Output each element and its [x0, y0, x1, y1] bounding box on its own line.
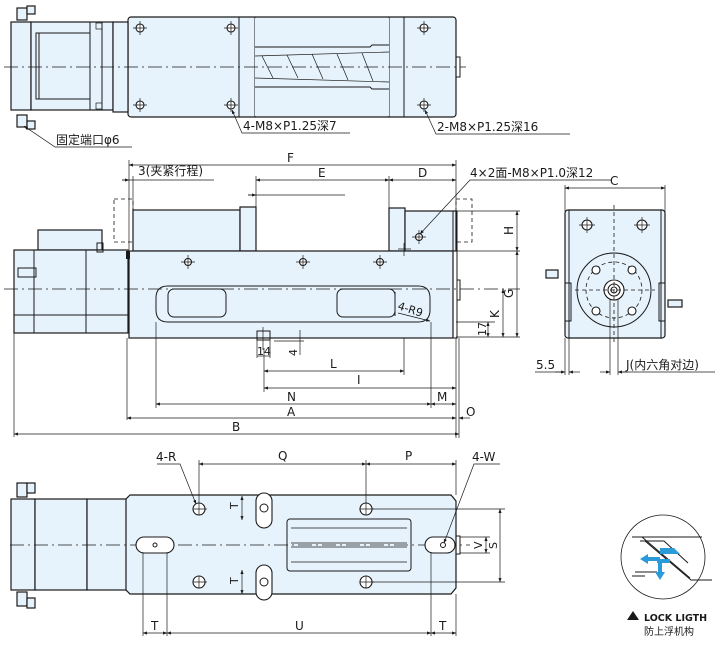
mounting-hole-icons [133, 21, 431, 112]
dim-F: F [287, 151, 294, 165]
dim-O: O [466, 405, 475, 419]
side-hole-icons [181, 230, 426, 269]
lead-screw-icon [261, 52, 374, 82]
cylinder-body [30, 21, 114, 111]
movable-jaw [404, 210, 457, 252]
dim-H: H [502, 226, 516, 235]
top-holes-callout: 4-M8×P1.25深7 [243, 119, 337, 133]
dim-V: V [472, 541, 485, 549]
dim-J: J(内六角对边) [625, 358, 699, 372]
triangle-icon [627, 611, 639, 620]
dim-E: E [318, 166, 326, 180]
dim-G: G [502, 289, 516, 298]
vise-body-side [128, 250, 454, 339]
air-fitting-icon [16, 482, 36, 609]
lock-detail: LOCK LIGTH 防上浮机构 [620, 514, 712, 638]
oblong-slot-icons [135, 492, 456, 601]
dim-T-left: T [150, 619, 159, 633]
vise-body-bottom [125, 494, 457, 595]
dim-4: 4 [287, 349, 300, 356]
wedge-icon [632, 536, 712, 581]
dim-L: L [330, 357, 337, 371]
lock-label-cn: 防上浮机构 [644, 625, 694, 638]
side-view: C 5.5 [535, 174, 715, 375]
end-holes-callout: 2-M8×P1.25深16 [437, 120, 538, 134]
dim-N: N [287, 390, 296, 404]
cylinder-side [13, 249, 129, 334]
dim-T-bottom: T [228, 577, 241, 585]
cylinder-cap [10, 21, 32, 111]
dim-M: M [437, 390, 447, 404]
dim-5-5: 5.5 [536, 358, 555, 372]
fixed-jaw [132, 209, 241, 252]
float-arrows-icon [640, 548, 680, 580]
dim-T-top: T [228, 502, 241, 510]
dim-B: B [232, 420, 240, 434]
top-view: 固定端口φ6 4-M8×P1.25深7 2-M8×P1.25深16 [4, 5, 570, 148]
bottom-hole-icons [192, 502, 374, 589]
dim-stroke: 3(夹紧行程) [138, 163, 203, 178]
dim-4W: 4-W [472, 450, 495, 464]
bottom-view: Q P 4-R 4-W T T S V T U T [10, 449, 505, 636]
detail-circle [620, 514, 706, 600]
dim-U: U [295, 619, 304, 633]
dim-P: P [405, 449, 412, 463]
dim-A: A [287, 405, 296, 419]
port-callout: 固定端口φ6 [56, 132, 120, 147]
dim-I: I [357, 373, 361, 387]
dim-K: K [488, 309, 502, 318]
dim-17: 17 [476, 322, 489, 336]
dim-4R: 4-R [156, 450, 176, 464]
lock-label: LOCK LIGTH [644, 613, 707, 624]
dim-T-right: T [438, 619, 447, 633]
side-holes-callout: 4×2面-M8×P1.0深12 [470, 166, 593, 180]
front-view: F 3(夹紧行程) E D [4, 151, 612, 438]
air-fitting-icon [545, 269, 683, 308]
dim-S: S [487, 542, 500, 549]
dim-Q: Q [278, 449, 287, 463]
dim-D: D [418, 166, 427, 180]
end-plate [564, 209, 666, 339]
flange-bolt-icons [591, 265, 637, 316]
dim-C: C [610, 174, 618, 188]
air-fitting-icon [16, 5, 36, 130]
